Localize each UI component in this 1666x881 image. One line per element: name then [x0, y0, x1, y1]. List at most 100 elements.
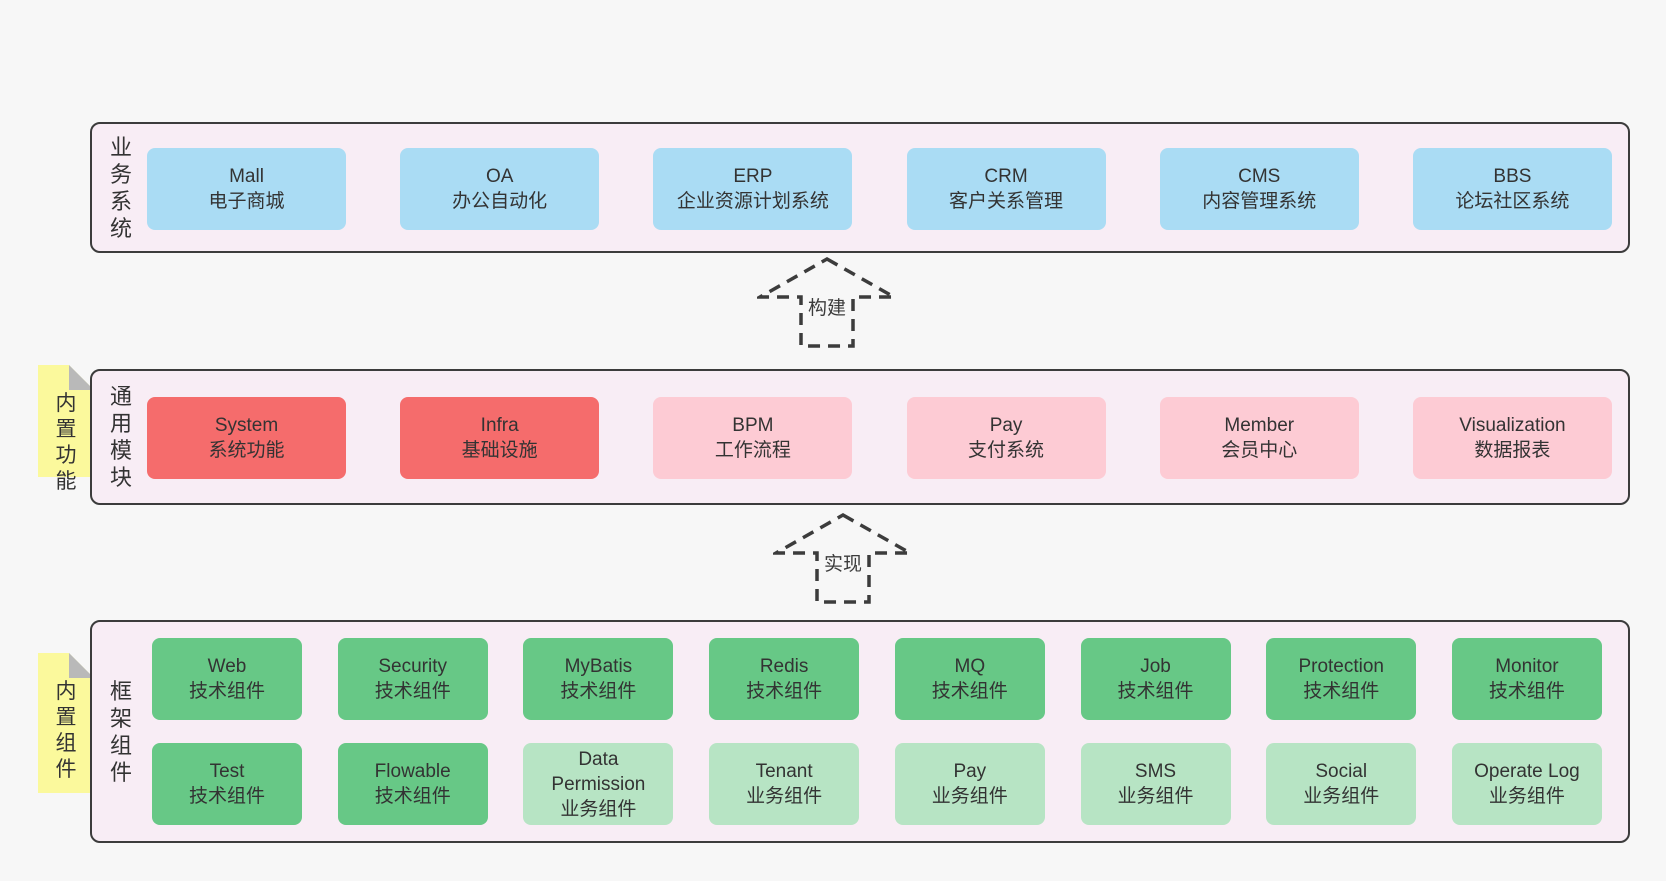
box-visualization: Visualization 数据报表 [1412, 397, 1612, 479]
band-common-modules: 通用模块 System 系统功能 Infra 基础设施 BPM 工作流程 Pay… [90, 369, 1630, 505]
box-title: Pay [989, 415, 1023, 436]
box-operate-log: Operate Log 业务组件 [1451, 743, 1602, 825]
box-security: Security 技术组件 [337, 638, 488, 720]
box-oa: OA 办公自动化 [400, 148, 600, 230]
sticky-folded-corner-icon [69, 653, 94, 678]
box-title: Security [378, 656, 448, 677]
box-title: Member [1224, 415, 1295, 436]
box-subtitle: 技术组件 [374, 681, 451, 702]
box-pay-module: Pay 支付系统 [906, 397, 1106, 479]
box-title: MQ [954, 656, 986, 677]
box-title: CMS [1238, 166, 1281, 187]
box-subtitle: 技术组件 [1303, 681, 1380, 702]
box-subtitle: 系统功能 [208, 440, 285, 461]
dashed-up-arrow-icon [773, 512, 913, 604]
box-subtitle: 技术组件 [1117, 681, 1194, 702]
box-title: Monitor [1495, 656, 1559, 677]
box-title: Job [1140, 656, 1171, 677]
box-title: Data Permission [551, 748, 646, 795]
box-title: BBS [1493, 166, 1532, 187]
box-redis: Redis 技术组件 [709, 638, 860, 720]
arrow-label: 构建 [803, 292, 851, 321]
box-subtitle: 会员中心 [1221, 440, 1298, 461]
band-side-label: 通用模块 [109, 384, 132, 490]
box-pay-component: Pay 业务组件 [894, 743, 1045, 825]
box-title: CRM [984, 166, 1028, 187]
box-title: Test [209, 761, 245, 782]
box-subtitle: 电子商城 [208, 191, 285, 212]
box-bbs: BBS 论坛社区系统 [1412, 148, 1612, 230]
sticky-label: 内置组件 [55, 680, 77, 781]
box-subtitle: 业务组件 [1303, 786, 1380, 807]
box-mybatis: MyBatis 技术组件 [523, 638, 674, 720]
box-subtitle: 支付系统 [968, 440, 1045, 461]
box-bpm: BPM 工作流程 [653, 397, 853, 479]
box-subtitle: 业务组件 [560, 798, 637, 820]
sticky-folded-corner-icon [69, 365, 94, 390]
band-side-label: 框架组件 [109, 678, 132, 785]
arrow-implement: 实现 [773, 512, 913, 605]
box-subtitle: 技术组件 [746, 681, 823, 702]
box-tenant: Tenant 业务组件 [709, 743, 860, 825]
box-subtitle: 业务组件 [746, 786, 823, 807]
box-subtitle: 办公自动化 [452, 191, 548, 212]
box-title: BPM [732, 415, 774, 436]
box-title: Mall [229, 166, 264, 187]
box-subtitle: 基础设施 [461, 440, 538, 461]
box-subtitle: 技术组件 [560, 681, 637, 702]
box-web: Web 技术组件 [152, 638, 302, 720]
box-title: Social [1315, 761, 1368, 782]
box-mall: Mall 电子商城 [147, 148, 346, 230]
box-title: SMS [1134, 761, 1177, 782]
sticky-label: 内置功能 [55, 392, 77, 493]
box-title: Redis [759, 656, 809, 677]
box-title: Operate Log [1474, 761, 1580, 782]
box-cms: CMS 内容管理系统 [1159, 148, 1359, 230]
box-member: Member 会员中心 [1159, 397, 1359, 479]
box-social: Social 业务组件 [1266, 743, 1417, 825]
box-title: Tenant [755, 761, 813, 782]
box-subtitle: 数据报表 [1474, 440, 1551, 461]
dashed-up-arrow-icon [757, 256, 897, 348]
box-subtitle: 技术组件 [374, 786, 451, 807]
box-title: Web [207, 656, 247, 677]
arrow-label: 实现 [819, 548, 867, 577]
box-subtitle: 业务组件 [931, 786, 1008, 807]
box-flowable: Flowable 技术组件 [337, 743, 488, 825]
box-system: System 系统功能 [147, 397, 346, 479]
box-subtitle: 业务组件 [1117, 786, 1194, 807]
box-title: MyBatis [564, 656, 633, 677]
box-subtitle: 技术组件 [188, 786, 265, 807]
box-monitor: Monitor 技术组件 [1451, 638, 1602, 720]
box-subtitle: 论坛社区系统 [1455, 191, 1570, 212]
box-subtitle: 企业资源计划系统 [676, 191, 829, 212]
box-subtitle: 技术组件 [188, 681, 265, 702]
box-title: ERP [733, 166, 773, 187]
box-subtitle: 客户关系管理 [949, 191, 1064, 212]
box-subtitle: 技术组件 [1488, 681, 1565, 702]
box-job: Job 技术组件 [1080, 638, 1231, 720]
arrow-build: 构建 [757, 256, 897, 349]
box-subtitle: 业务组件 [1488, 786, 1565, 807]
box-data-permission: Data Permission 业务组件 [523, 743, 674, 825]
box-crm: CRM 客户关系管理 [906, 148, 1106, 230]
box-subtitle: 内容管理系统 [1202, 191, 1317, 212]
box-title: Infra [480, 415, 519, 436]
box-title: Visualization [1459, 415, 1566, 436]
box-subtitle: 技术组件 [931, 681, 1008, 702]
band-business-systems: 业务系统 Mall 电子商城 OA 办公自动化 ERP 企业资源计划系统 CRM… [90, 122, 1630, 253]
sticky-note-builtin-features: 内置功能 [38, 365, 94, 493]
box-title: Protection [1298, 656, 1384, 677]
band-framework-components: 框架组件 Web 技术组件 Security 技术组件 MyBatis 技术组件… [90, 620, 1630, 843]
band-side-label: 业务系统 [109, 134, 132, 241]
box-erp: ERP 企业资源计划系统 [653, 148, 853, 230]
box-title: System [214, 415, 279, 436]
box-infra: Infra 基础设施 [400, 397, 600, 479]
sticky-note-builtin-components: 内置组件 [38, 653, 94, 793]
box-mq: MQ 技术组件 [894, 638, 1045, 720]
box-protection: Protection 技术组件 [1266, 638, 1417, 720]
box-sms: SMS 业务组件 [1080, 743, 1231, 825]
box-title: Flowable [374, 761, 451, 782]
box-title: Pay [953, 761, 987, 782]
